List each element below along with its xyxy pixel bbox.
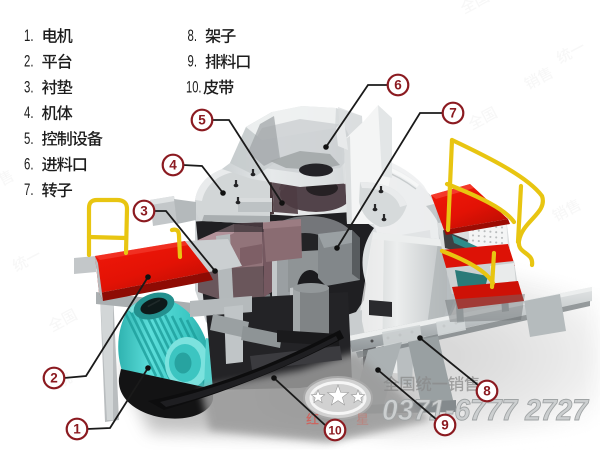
svg-text:5: 5 (198, 113, 206, 128)
svg-text:6.: 6. (24, 155, 34, 174)
svg-text:1: 1 (73, 422, 81, 437)
svg-text:7.: 7. (24, 180, 34, 199)
svg-text:10: 10 (328, 424, 342, 438)
svg-text:7: 7 (449, 106, 457, 121)
svg-text:1.: 1. (24, 26, 34, 45)
svg-text:9: 9 (441, 418, 449, 433)
svg-text:6: 6 (394, 78, 402, 93)
svg-text:3.: 3. (24, 77, 34, 96)
svg-text:10.: 10. (186, 77, 202, 96)
svg-text:8: 8 (483, 384, 491, 399)
svg-text:3: 3 (140, 204, 148, 219)
svg-text:4: 4 (169, 158, 177, 173)
svg-text:5.: 5. (24, 129, 34, 148)
svg-text:2.: 2. (24, 52, 34, 71)
svg-text:8.: 8. (188, 26, 198, 45)
svg-text:4.: 4. (24, 103, 34, 122)
svg-text:9.: 9. (188, 52, 198, 71)
svg-text:2: 2 (50, 371, 58, 386)
